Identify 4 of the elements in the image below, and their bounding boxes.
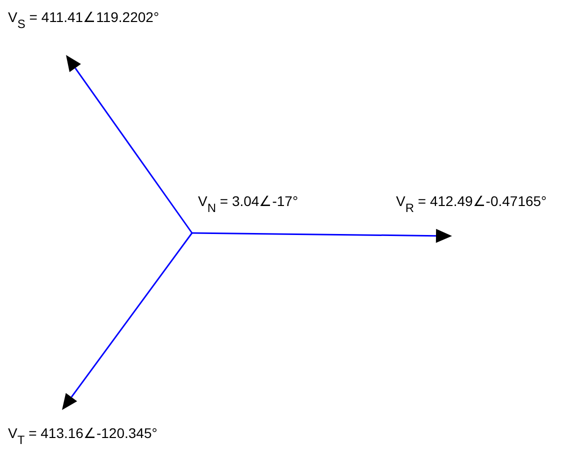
phasor-label: V$_{R}$ = 412.49∠-0.47165°: [396, 192, 547, 217]
phasor-label: V$_{T}$ = 413.16∠-120.345°: [8, 424, 158, 449]
phasor-label: V$_{S}$ = 411.41∠119.2202°: [8, 8, 160, 33]
phasor-label: V$_{N}$ = 3.04∠-17°: [198, 192, 298, 217]
